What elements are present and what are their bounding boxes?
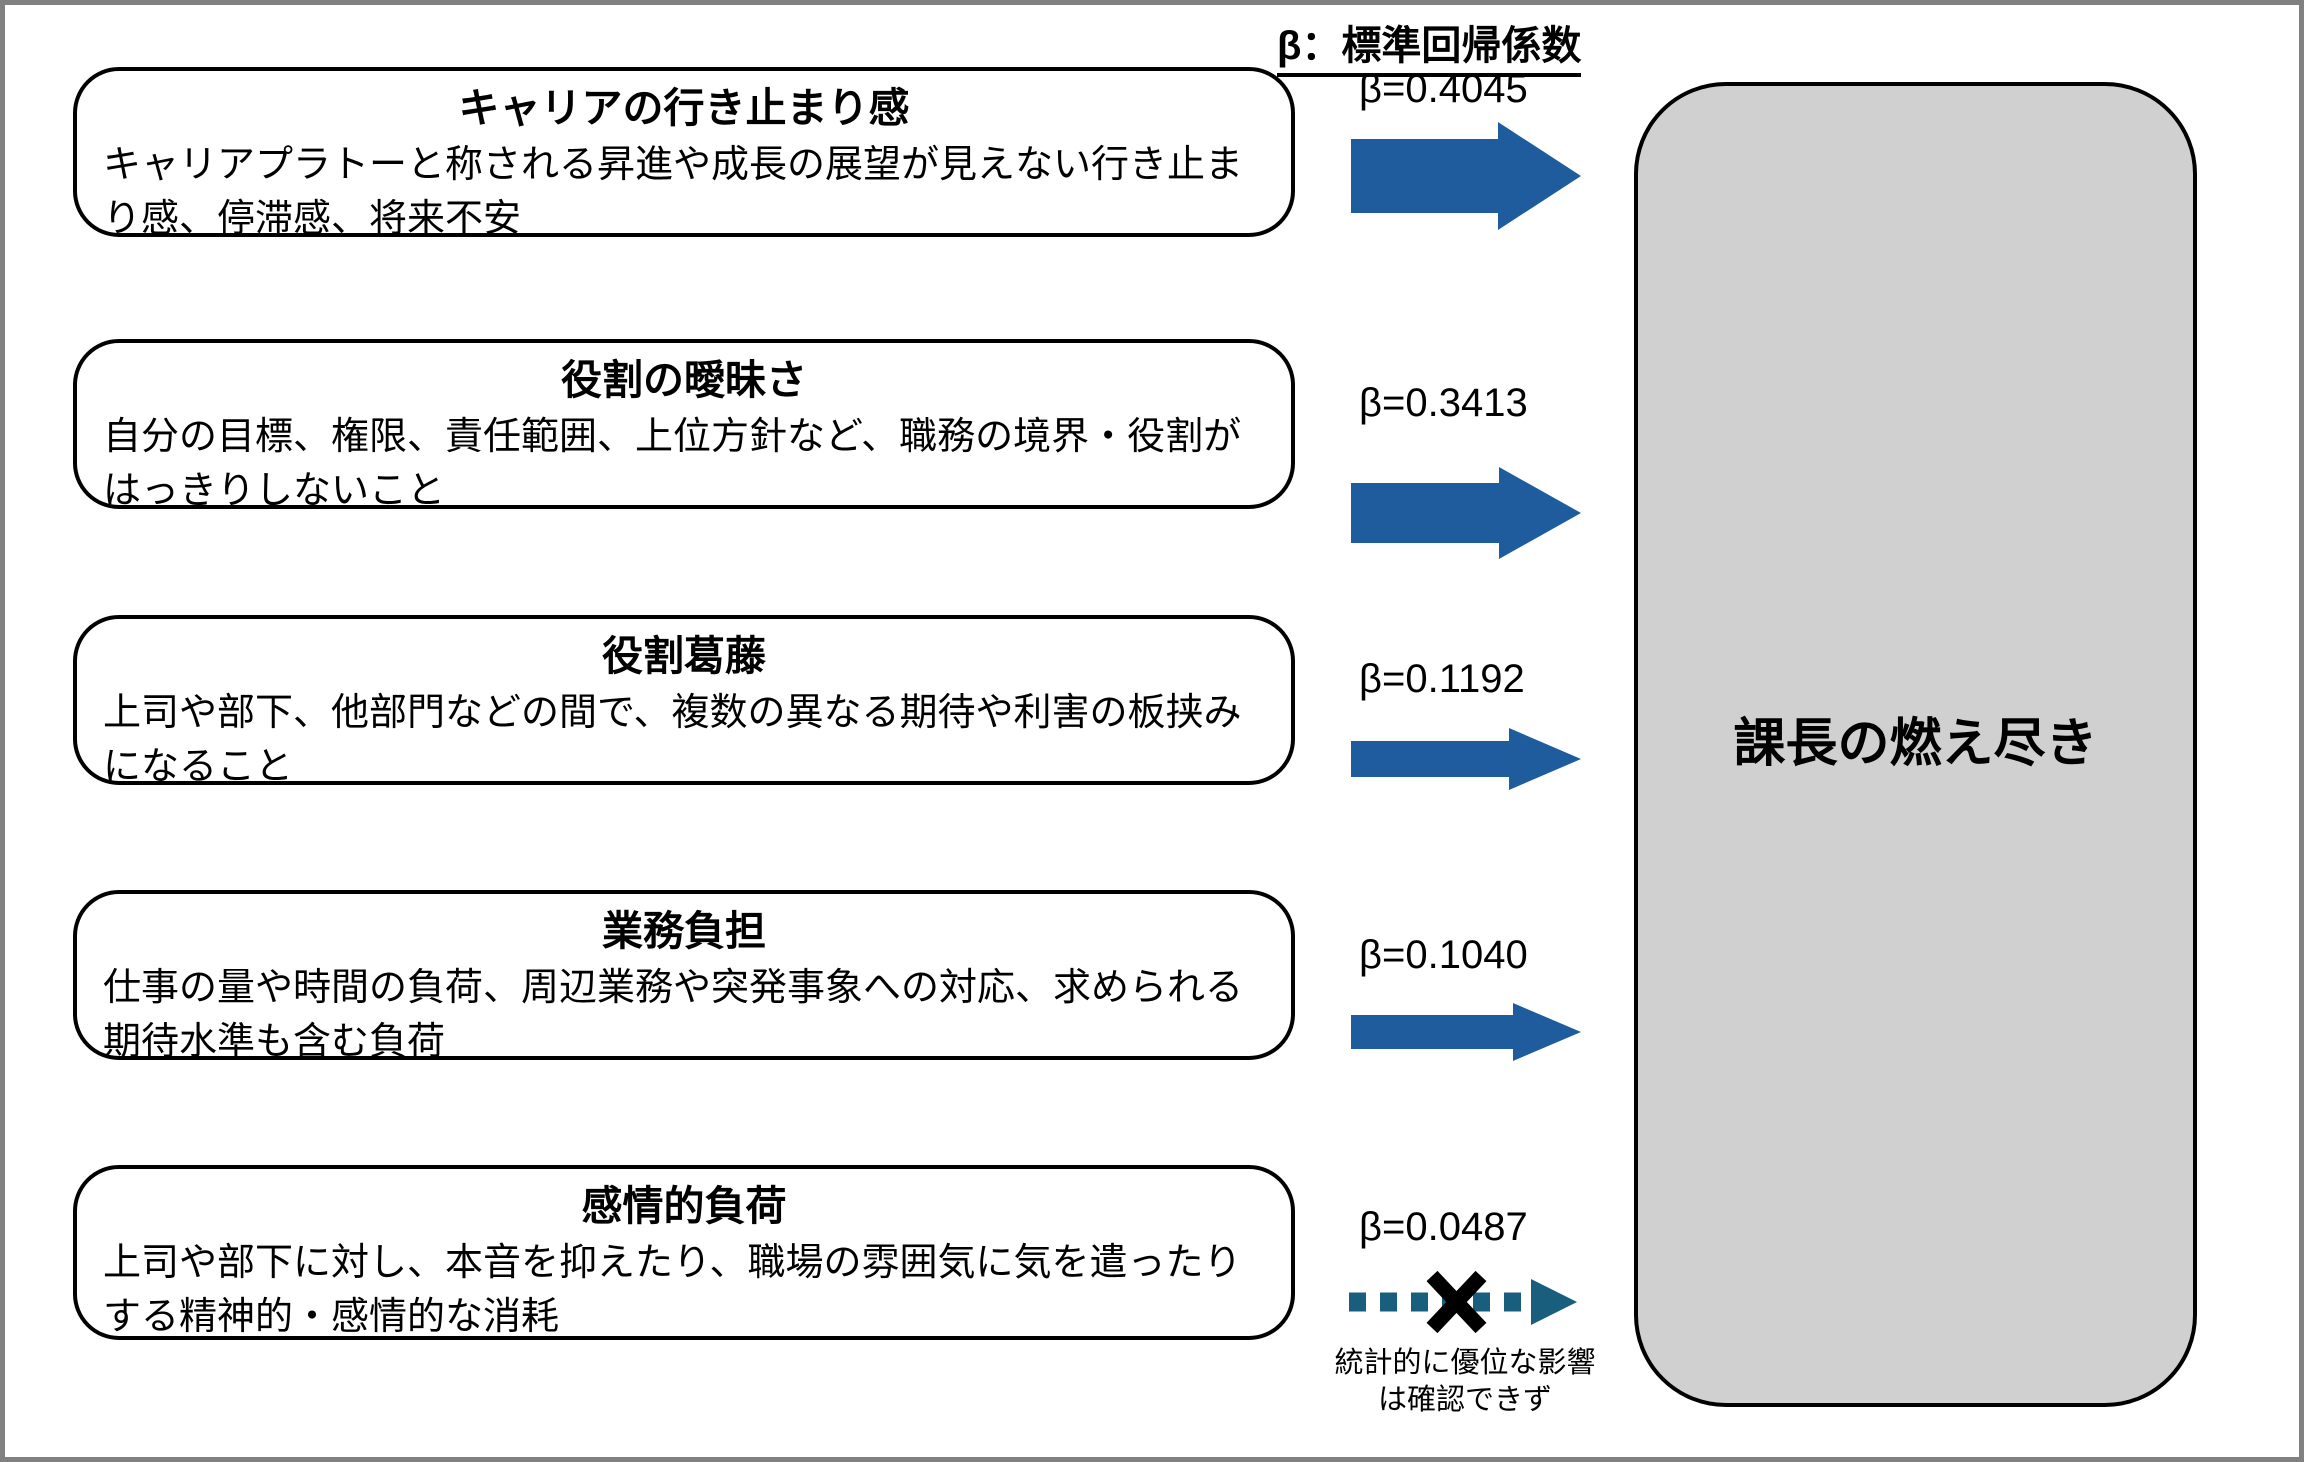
arrow-2 bbox=[1351, 467, 1581, 559]
factor-description-5: 上司や部下に対し、本音を抑えたり、職場の雰囲気に気を遣ったりする精神的・感情的な… bbox=[103, 1242, 1242, 1339]
factor-title-2: 役割の曖昧さ bbox=[561, 357, 807, 403]
factor-box-3[interactable]: 役割葛藤 上司や部下、他部門などの間で、複数の異なる期待や利害の板挟みになること bbox=[73, 615, 1295, 788]
factor-box-1[interactable]: キャリアの行き止まり感 キャリアプラトーと称される昇進や成長の展望が見えない行き… bbox=[73, 67, 1295, 240]
arrow-1 bbox=[1351, 122, 1581, 230]
factor-title-1: キャリアの行き止まり感 bbox=[458, 85, 910, 131]
factor-box-5[interactable]: 感情的負荷 上司や部下に対し、本音を抑えたり、職場の雰囲気に気を遣ったりする精神… bbox=[73, 1165, 1295, 1340]
factor-description-1: キャリアプラトーと称される昇進や成長の展望が見えない行き止まり感、停滞感、将来不… bbox=[103, 144, 1244, 241]
nonsignificant-arrow-5 bbox=[1345, 1270, 1585, 1338]
nonsignificant-note: 統計的に優位な影響 は確認できず bbox=[1305, 1345, 1625, 1419]
beta-label-1: β=0.4045 bbox=[1359, 67, 1528, 111]
factor-box-4[interactable]: 業務負担 仕事の量や時間の負荷、周辺業務や突発事象への対応、求められる期待水準も… bbox=[73, 890, 1295, 1063]
arrow-4 bbox=[1351, 1003, 1581, 1061]
arrow-3 bbox=[1351, 728, 1581, 790]
factor-title-4: 業務負担 bbox=[602, 908, 766, 954]
beta-label-5: β=0.0487 bbox=[1359, 1205, 1528, 1249]
factor-description-2: 自分の目標、権限、責任範囲、上位方針など、職務の境界・役割がはっきりしないこと bbox=[103, 416, 1242, 513]
factor-description-3: 上司や部下、他部門などの間で、複数の異なる期待や利害の板挟みになること bbox=[103, 692, 1242, 789]
factor-title-3: 役割葛藤 bbox=[602, 633, 766, 679]
nonsignificant-note-line-2: は確認できず bbox=[1377, 1384, 1552, 1417]
factor-description-4: 仕事の量や時間の負荷、周辺業務や突発事象への対応、求められる期待水準も含む負荷 bbox=[103, 967, 1244, 1064]
beta-label-3: β=0.1192 bbox=[1359, 657, 1525, 701]
legend-title: β：標準回帰係数 bbox=[1277, 13, 1582, 77]
factor-title-5: 感情的負荷 bbox=[581, 1183, 787, 1229]
factor-box-2[interactable]: 役割の曖昧さ 自分の目標、権限、責任範囲、上位方針など、職務の境界・役割がはっき… bbox=[73, 339, 1295, 512]
beta-label-4: β=0.1040 bbox=[1359, 933, 1528, 977]
beta-label-2: β=0.3413 bbox=[1359, 381, 1528, 425]
outcome-box[interactable]: 課長の燃え尽き bbox=[1634, 82, 2197, 1407]
nonsignificant-note-line-1: 統計的に優位な影響 bbox=[1334, 1347, 1596, 1379]
outcome-label: 課長の燃え尽き bbox=[1733, 714, 2098, 773]
